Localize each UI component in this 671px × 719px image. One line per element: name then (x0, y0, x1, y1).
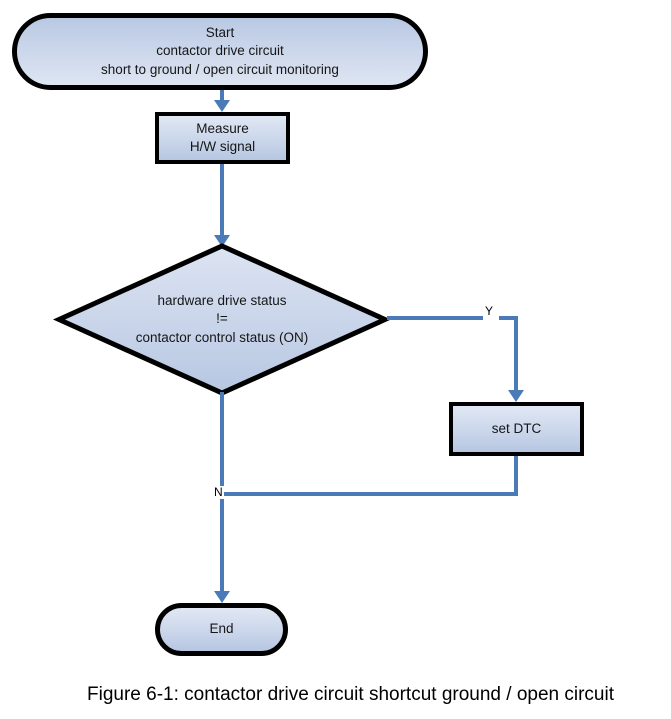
set-dtc-process-node: set DTC (449, 402, 584, 456)
start-line-2: contactor drive circuit (156, 43, 284, 59)
connector-yes-vertical (514, 316, 518, 390)
connector-yes-horizontal-1 (387, 316, 483, 320)
end-terminator-node: End (155, 603, 288, 656)
measure-line-2: H/W signal (189, 139, 256, 154)
decision-line-2: != (216, 311, 228, 327)
connector-start-measure (220, 90, 224, 101)
connector-measure-decision (220, 164, 224, 236)
arrowhead-down-icon (214, 235, 230, 247)
figure-caption: Figure 6-1: contactor drive circuit shor… (87, 684, 614, 705)
arrowhead-down-icon (214, 591, 230, 603)
decision-text: hardware drive status != contactor contr… (53, 242, 391, 397)
connector-dtc-return-horizontal (222, 492, 518, 496)
start-terminator-node: Start contactor drive circuit short to g… (12, 13, 428, 90)
decision-diamond-node: hardware drive status != contactor contr… (53, 242, 391, 397)
yes-edge-label: Y (485, 304, 494, 318)
no-edge-label: N (213, 485, 224, 499)
decision-line-1: hardware drive status (157, 293, 287, 309)
measure-line-1: Measure (196, 120, 249, 136)
connector-yes-horizontal-2 (499, 316, 518, 320)
end-label: End (209, 621, 234, 637)
arrowhead-down-icon (214, 100, 230, 112)
set-dtc-label: set DTC (491, 420, 542, 436)
connector-dtc-down (514, 456, 518, 496)
start-line-3: short to ground / open circuit monitorin… (101, 61, 339, 77)
arrowhead-down-icon (508, 390, 524, 402)
decision-line-3: contactor control status (ON) (135, 329, 309, 345)
measure-process-node: Measure H/W signal (155, 112, 290, 164)
start-line-1: Start (205, 25, 235, 41)
